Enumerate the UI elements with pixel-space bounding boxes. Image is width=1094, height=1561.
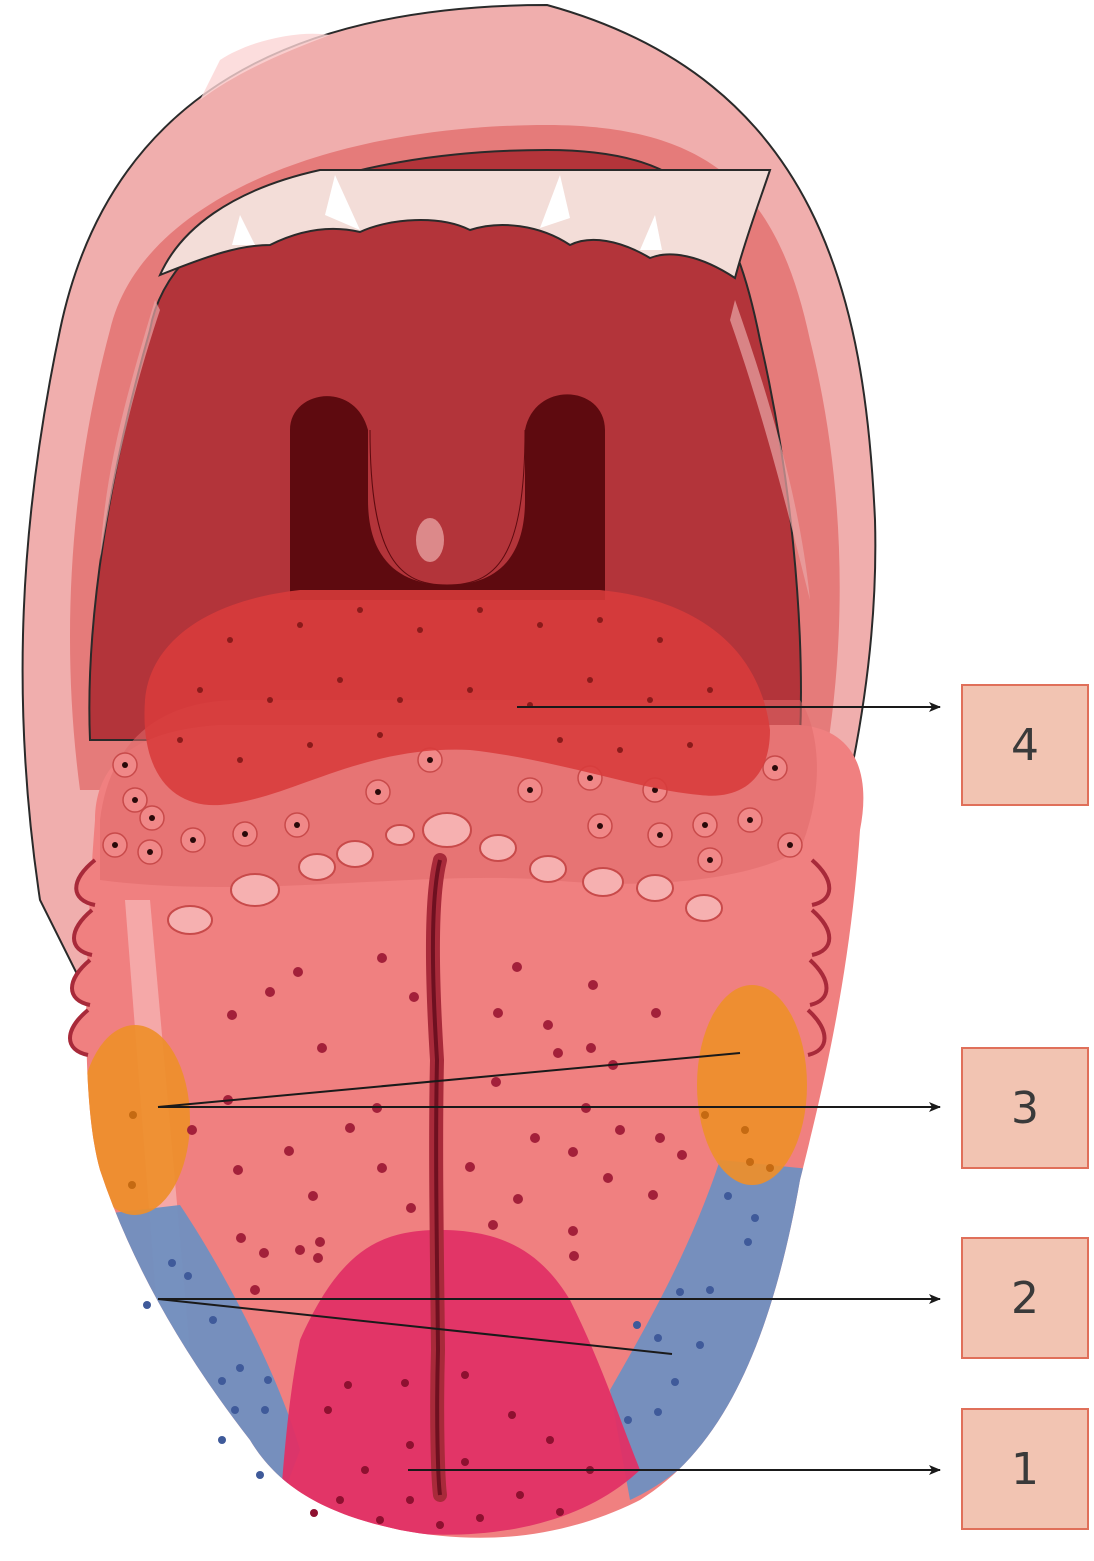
- tongue: [70, 590, 863, 1538]
- label-box-4: 4: [961, 684, 1089, 806]
- label-box-2: 2: [961, 1237, 1089, 1359]
- label-box-1: 1: [961, 1408, 1089, 1530]
- label-box-3: 3: [961, 1047, 1089, 1169]
